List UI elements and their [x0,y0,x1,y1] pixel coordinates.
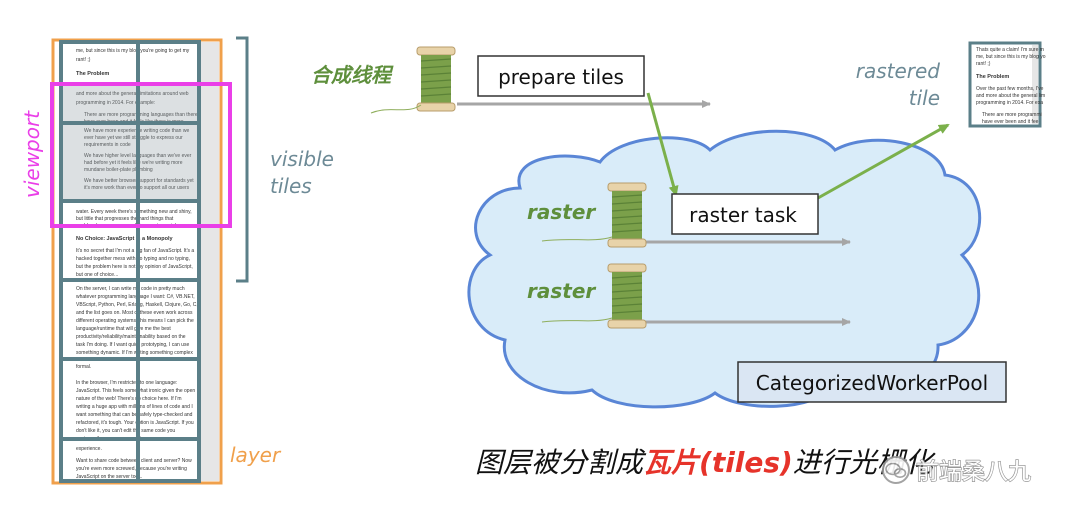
doc-line: water. Every week there's something new … [76,209,192,215]
doc-line: nature of the web! There's no choice her… [76,396,182,402]
doc-line: rant! ;) [76,57,91,63]
doc-line: different operating systems; this means … [76,318,194,324]
doc-line: want something that can be safely type-c… [76,412,193,418]
doc-line: don't like it, you can't edit the same c… [76,428,175,434]
caption-highlight: 瓦片(tiles) [643,446,793,479]
caption-part2: 进行光栅化 [793,446,936,479]
doc-line: writing a huge app with millions of line… [76,404,193,410]
raster-thread-label: raster [527,200,596,224]
visible-tiles-label-line2: tiles [270,174,312,198]
tile-doc-line: rant! ;) [976,61,991,67]
raster-task-label: raster task [689,203,797,227]
tile-doc-line: Over the past few months, I've [976,86,1044,92]
doc-line: programming in 2014. For example: [76,100,155,106]
doc-line: you're even more screwed, because you're… [76,466,187,472]
doc-line: refactored, it's tough. Your option is J… [76,420,194,426]
layer-scrollbar [200,42,219,481]
doc-heading: No Choice: JavaScript is a Monopoly [76,236,174,242]
visible-tiles-shade [61,84,199,201]
doc-line: ever have yet we still struggle to expre… [84,135,183,141]
doc-line: mundane boiler-plate plumbing [84,167,153,173]
raster-to-tile-arrow [817,123,950,200]
doc-line: but one of choice... [76,272,118,278]
prepare-to-raster-arrow [646,92,679,197]
doc-line: something dynamic. If I'm writing someth… [76,350,193,356]
doc-line: productivity/reliability/maintainability… [76,334,186,340]
viewport-label: viewport [20,110,44,198]
thread-spool-icon [541,263,647,329]
doc-line: There are more programming languages tha… [84,112,198,118]
tile-grid [59,40,201,483]
rastered-tile-label-line2: tile [909,86,940,110]
layer-label: layer [230,443,282,467]
rastered-tile-label-line1: rastered [856,59,941,83]
tile-doc-line: me, but since this is my blog yo [976,54,1046,60]
doc-line: JavaScript. This feels somewhat ironic g… [76,388,195,394]
doc-line: experience. [76,446,102,452]
raster-task-box: raster task [671,193,819,235]
visible-tiles-label-line1: visible [270,147,334,171]
doc-line: me, but since this is my blog you're goi… [76,48,190,54]
cloud-shape [467,129,982,409]
compositor-thread-label: 合成线程 [311,63,394,87]
doc-line: language/runtime that will give me the b… [76,326,171,332]
doc-line: In the browser, I'm restricted to one la… [76,380,177,386]
doc-line: but little that progresses the hard thin… [76,216,174,222]
doc-line: and more about the general limitations a… [76,91,189,97]
thread-spool-icon [370,46,456,114]
doc-line: JavaScript on the server too... [76,474,142,480]
watermark: 前端桑八九 [882,456,1032,486]
prepare-tiles-box: prepare tiles [477,55,645,97]
watermark-text: 前端桑八九 [916,459,1031,485]
visible-tiles-brace [236,36,249,283]
doc-line: On the server, I can write my code in pr… [76,286,185,292]
doc-line: formal. [76,364,91,370]
raster-thread-label: raster [527,279,596,303]
doc-line: task I'm doing. If I want quick prototyp… [76,342,189,348]
tile-doc-line: Thats quite a claim! I'm sure m [976,47,1044,53]
caption: 图层被分割成瓦片(tiles)进行光栅化 [475,446,936,479]
doc-line: requirements in code [84,142,131,148]
doc-line: Want to share code between client and se… [76,458,192,464]
tile-doc-line: There are more programmi [982,112,1042,118]
worker-pool-label: CategorizedWorkerPool [756,371,988,395]
doc-heading: The Problem [76,71,109,77]
rastered-tile: Thats quite a claim! I'm sure m me, but … [968,41,1046,128]
doc-line: whatever programming language I want: C#… [76,294,195,300]
thread-spool-icon [541,182,647,248]
tile-doc-line: and more about the general lim [976,93,1045,99]
doc-line: hacked together mess with no typing and … [76,256,190,262]
wechat-logo-icon [882,456,910,484]
viewport-rect [50,82,232,228]
caption-part1: 图层被分割成 [475,446,647,479]
doc-line: It's no secret that I'm not a big fan of… [76,248,194,254]
worker-pool-box: CategorizedWorkerPool [737,361,1007,403]
tile-doc-heading: The Problem [976,74,1009,80]
layer-document: me, but since this is my blog you're goi… [50,36,249,485]
doc-line: and the list goes on. Most of these even… [76,310,193,316]
prepare-tiles-label: prepare tiles [498,65,624,89]
worker-cloud [467,129,982,409]
tile-doc-line: have ever been and it fee [982,119,1039,125]
doc-line: had before yet it feels like we're writi… [84,160,183,166]
tile-doc-line: programming in 2014. For exa [976,100,1043,106]
doc-line: but the problem here is not my opinion o… [76,264,193,270]
